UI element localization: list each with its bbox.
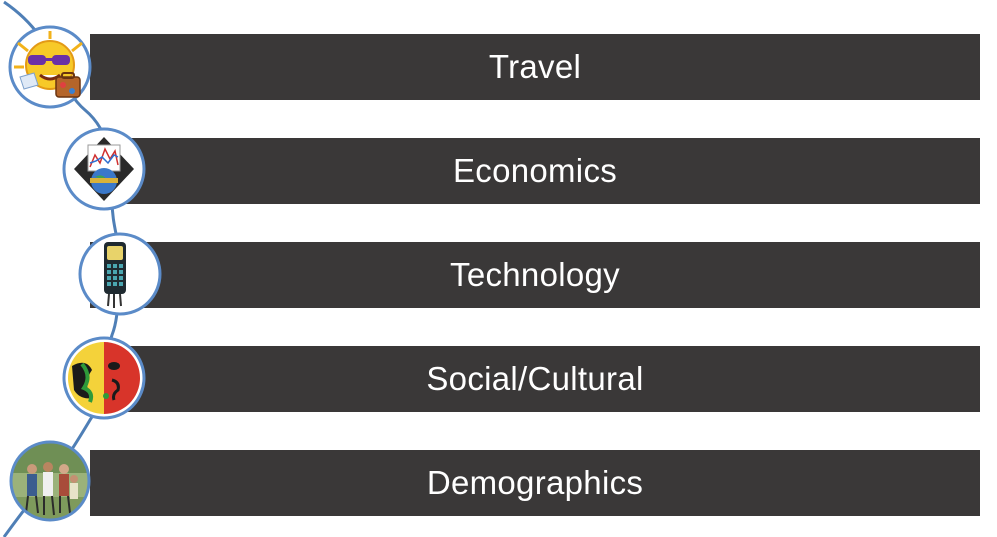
economics-globe-chart-icon [62, 127, 146, 211]
bar-travel: Travel [90, 34, 980, 100]
bar-social-cultural: Social/Cultural [90, 346, 980, 412]
demographics-people-photo-icon [9, 440, 91, 522]
bar-label-economics: Economics [452, 152, 618, 189]
social-cultural-mask-art-icon [62, 336, 146, 420]
bar-demographics: Demographics [90, 450, 980, 516]
bar-label-demographics: Demographics [426, 464, 644, 501]
bar-economics: Economics [90, 138, 980, 204]
travel-sunglasses-sun-icon [8, 25, 92, 109]
bar-label-travel: Travel [488, 48, 582, 85]
bar-label-social-cultural: Social/Cultural [426, 360, 644, 397]
bar-technology: Technology [90, 242, 980, 308]
technology-handheld-device-icon [78, 232, 162, 316]
bar-label-technology: Technology [450, 256, 620, 293]
